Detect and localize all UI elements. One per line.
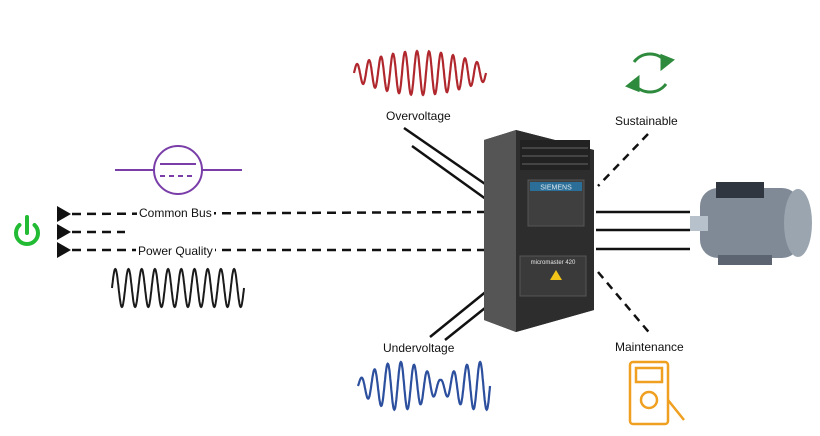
input-dashed-lines — [71, 210, 489, 252]
drive-model: micromaster 420 — [531, 260, 576, 266]
vent-grille — [520, 140, 590, 170]
arrowhead-2 — [57, 224, 71, 240]
motor-feed-lines — [596, 210, 690, 251]
undervoltage-label: Undervoltage — [381, 341, 457, 355]
power-quality-wave — [111, 267, 245, 309]
arrowhead-1 — [57, 206, 71, 222]
voltage-lines — [403, 126, 491, 341]
recycle-icon — [625, 52, 675, 94]
arrowhead-3 — [57, 242, 71, 258]
input-arrowheads — [57, 206, 71, 258]
overvoltage-wave — [352, 49, 488, 97]
sustainable-label: Sustainable — [613, 114, 680, 128]
overvoltage-label: Overvoltage — [384, 109, 453, 123]
undervoltage-wave — [356, 360, 492, 412]
logo-strip — [530, 182, 582, 191]
motor-image — [690, 182, 812, 265]
power-icon — [14, 215, 40, 247]
power-quality-label: Power Quality — [136, 244, 215, 258]
drive-brand: SIEMENS — [540, 185, 572, 192]
sustain-maint-lines — [597, 133, 653, 337]
multimeter-icon — [628, 360, 685, 426]
transformer-symbol — [115, 145, 242, 195]
common-bus-label: Common Bus — [137, 206, 214, 220]
vfd-drive-image: SIEMENS micromaster 420 — [484, 130, 594, 332]
warning-triangle — [550, 270, 562, 280]
maintenance-label: Maintenance — [613, 340, 686, 354]
common-bus-line — [71, 210, 489, 216]
